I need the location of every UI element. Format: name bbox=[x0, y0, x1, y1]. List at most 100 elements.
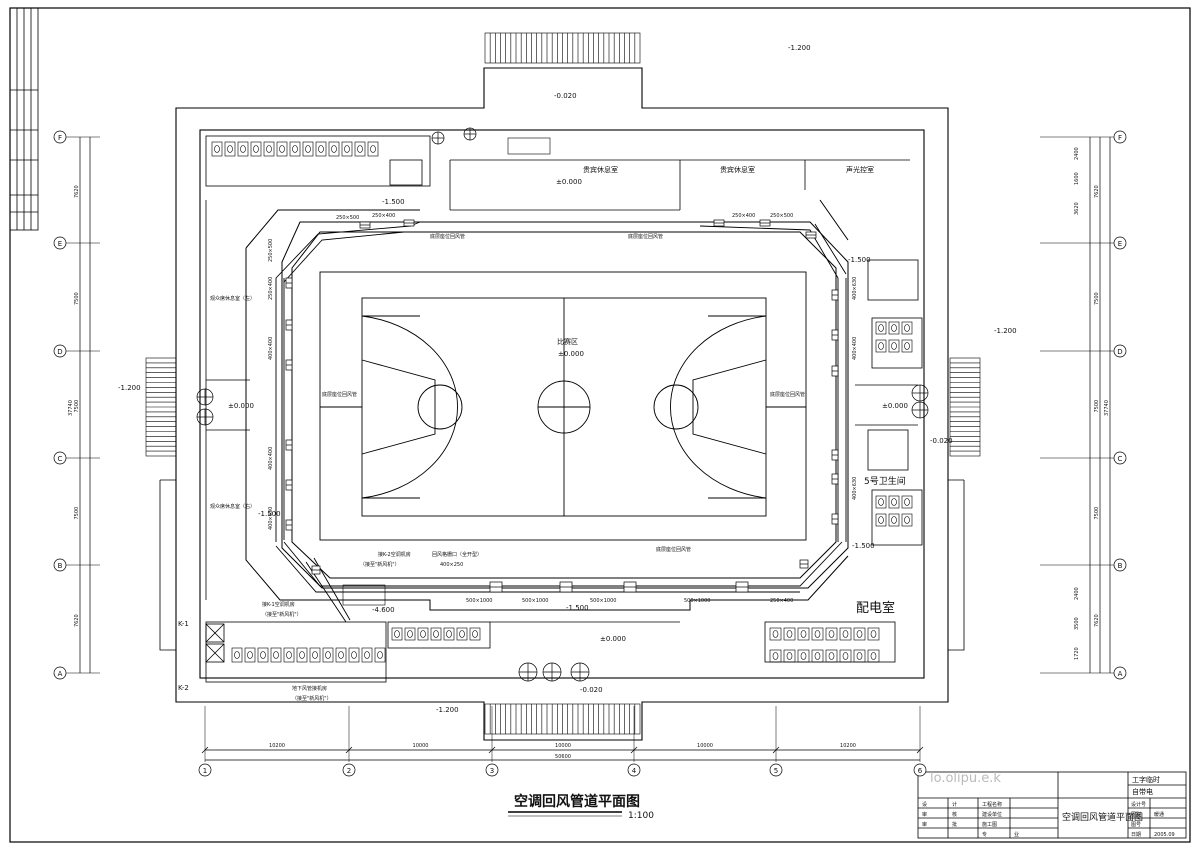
col-dim: 10000 bbox=[697, 743, 713, 749]
toilet-bowl bbox=[266, 145, 272, 153]
dimension-lines bbox=[79, 137, 1111, 761]
toilet-stall bbox=[328, 141, 340, 157]
titleblock-label: 设 bbox=[922, 801, 927, 808]
toilet-stall bbox=[797, 627, 810, 641]
grid-row-label: E bbox=[58, 240, 62, 248]
annot-a8b: （接至"新风机"） bbox=[292, 695, 332, 702]
toilet-bowl bbox=[279, 145, 285, 153]
toilet-stall bbox=[875, 339, 887, 353]
annot-a2: 底层座位回风管 bbox=[628, 233, 663, 240]
row-dim-inner: 3620 bbox=[1074, 202, 1080, 215]
level-upper-hall: ±0.000 bbox=[556, 178, 582, 186]
toilet-stall bbox=[289, 141, 301, 157]
toilet-bowl bbox=[407, 630, 413, 638]
titleblock-right-value: 2005.09 bbox=[1154, 832, 1175, 838]
level-stand-left: -1.500 bbox=[258, 510, 281, 518]
row-dim-left: 7500 bbox=[74, 292, 80, 305]
grid-col-label: 3 bbox=[490, 767, 494, 775]
toilet-stall bbox=[811, 627, 824, 641]
annot-a9b: 400×250 bbox=[440, 562, 463, 568]
toilet-stall bbox=[302, 141, 314, 157]
toilet-stall bbox=[901, 495, 913, 509]
toilet-stall bbox=[825, 649, 838, 663]
toilet-stall bbox=[825, 627, 838, 641]
duct-left-5: 400×630 bbox=[268, 507, 274, 530]
col-dim: 10200 bbox=[269, 743, 285, 749]
toilet-bowl bbox=[318, 145, 324, 153]
toilet-stall bbox=[348, 647, 360, 663]
toilet-bowl bbox=[234, 651, 240, 659]
duct-top-l: 250×500 bbox=[336, 215, 359, 221]
grid-col-bubble bbox=[342, 763, 356, 777]
toilet-bowl bbox=[433, 630, 439, 638]
level-right-outside: -1.200 bbox=[994, 327, 1017, 335]
titleblock-right-value: 暖通 bbox=[1154, 811, 1164, 818]
duct-bot-2: 500×1000 bbox=[522, 598, 548, 604]
toilet-bowl bbox=[842, 652, 849, 660]
grid-axis-lines bbox=[66, 136, 1114, 762]
grid-col-bubble bbox=[198, 763, 212, 777]
annot-a1: 底层座位回风管 bbox=[430, 233, 465, 240]
toilet-bowl bbox=[891, 324, 897, 332]
toilet-stall bbox=[853, 649, 866, 663]
toilet-stall bbox=[456, 627, 468, 641]
row-dim-inner: 3500 bbox=[1074, 617, 1080, 630]
grid-row-label: E bbox=[1118, 240, 1122, 248]
room-r2: 贵宾休息室 bbox=[720, 165, 755, 174]
toilet-stall bbox=[283, 647, 295, 663]
grid-row-label: D bbox=[1117, 348, 1122, 356]
toilet-stall bbox=[901, 513, 913, 527]
toilet-bowl bbox=[904, 498, 910, 506]
toilet-bowl bbox=[891, 516, 897, 524]
level-bottom-hall: ±0.000 bbox=[600, 635, 626, 643]
revision-strip bbox=[9, 7, 39, 231]
row-dim-inner: 1720 bbox=[1074, 647, 1080, 660]
annot-a6: 接K-2空调机房 bbox=[378, 551, 411, 558]
grid-row-label: B bbox=[1118, 562, 1123, 570]
col-total: 50600 bbox=[555, 754, 571, 760]
toilet-bowl bbox=[273, 651, 279, 659]
duct-bot-4: 500×1000 bbox=[684, 598, 710, 604]
toilet-bowl bbox=[878, 324, 884, 332]
toilet-bowl bbox=[260, 651, 266, 659]
toilet-stall bbox=[839, 627, 852, 641]
toilet-stall bbox=[374, 647, 386, 663]
row-dim-right: 7620 bbox=[1094, 185, 1100, 198]
level-left-outside: -1.200 bbox=[118, 384, 141, 392]
grid-row-bubble bbox=[53, 236, 67, 250]
toilet-stall bbox=[901, 321, 913, 335]
duct-left-1: 250×500 bbox=[268, 239, 274, 262]
row-total-right: 37740 bbox=[1104, 400, 1110, 416]
annot-a6b: （接至"新风机"） bbox=[360, 561, 400, 568]
grid-row-bubble bbox=[53, 344, 67, 358]
grid-col-bubble bbox=[627, 763, 641, 777]
row-dim-right: 7500 bbox=[1094, 400, 1100, 413]
level-right-entry: -0.020 bbox=[930, 437, 953, 445]
toilet-bowl bbox=[814, 630, 821, 638]
toilet-bowl bbox=[325, 651, 331, 659]
toilet-bowl bbox=[253, 145, 259, 153]
grid-row-label: C bbox=[58, 455, 63, 463]
row-dim-right: 7620 bbox=[1094, 614, 1100, 627]
toilet-bowl bbox=[814, 652, 821, 660]
toilet-stall bbox=[853, 627, 866, 641]
toilet-stall bbox=[231, 647, 243, 663]
toilet-stall bbox=[211, 141, 223, 157]
titleblock-label: 计 bbox=[952, 801, 957, 808]
toilet-bowl bbox=[842, 630, 849, 638]
toilet-bowl bbox=[338, 651, 344, 659]
corridor-left-bottom: 观众席休息室（右） bbox=[210, 503, 255, 510]
grid-row-bubble bbox=[1113, 344, 1127, 358]
grid-row-label: F bbox=[1118, 134, 1122, 142]
toilet-stall bbox=[901, 339, 913, 353]
grid-col-bubble bbox=[913, 763, 927, 777]
toilet-stall bbox=[888, 339, 900, 353]
duct-left-4: 400×400 bbox=[268, 447, 274, 470]
duct-bot-3: 500×1000 bbox=[590, 598, 616, 604]
corridor-left-top: 观众席休息室（左） bbox=[210, 295, 255, 302]
grid-col-bubble bbox=[769, 763, 783, 777]
level-stand-top: -1.500 bbox=[382, 198, 405, 206]
row-dim-inner: 2400 bbox=[1074, 587, 1080, 600]
stand-octagon bbox=[245, 199, 849, 611]
level-left-hall: ±0.000 bbox=[228, 402, 254, 410]
